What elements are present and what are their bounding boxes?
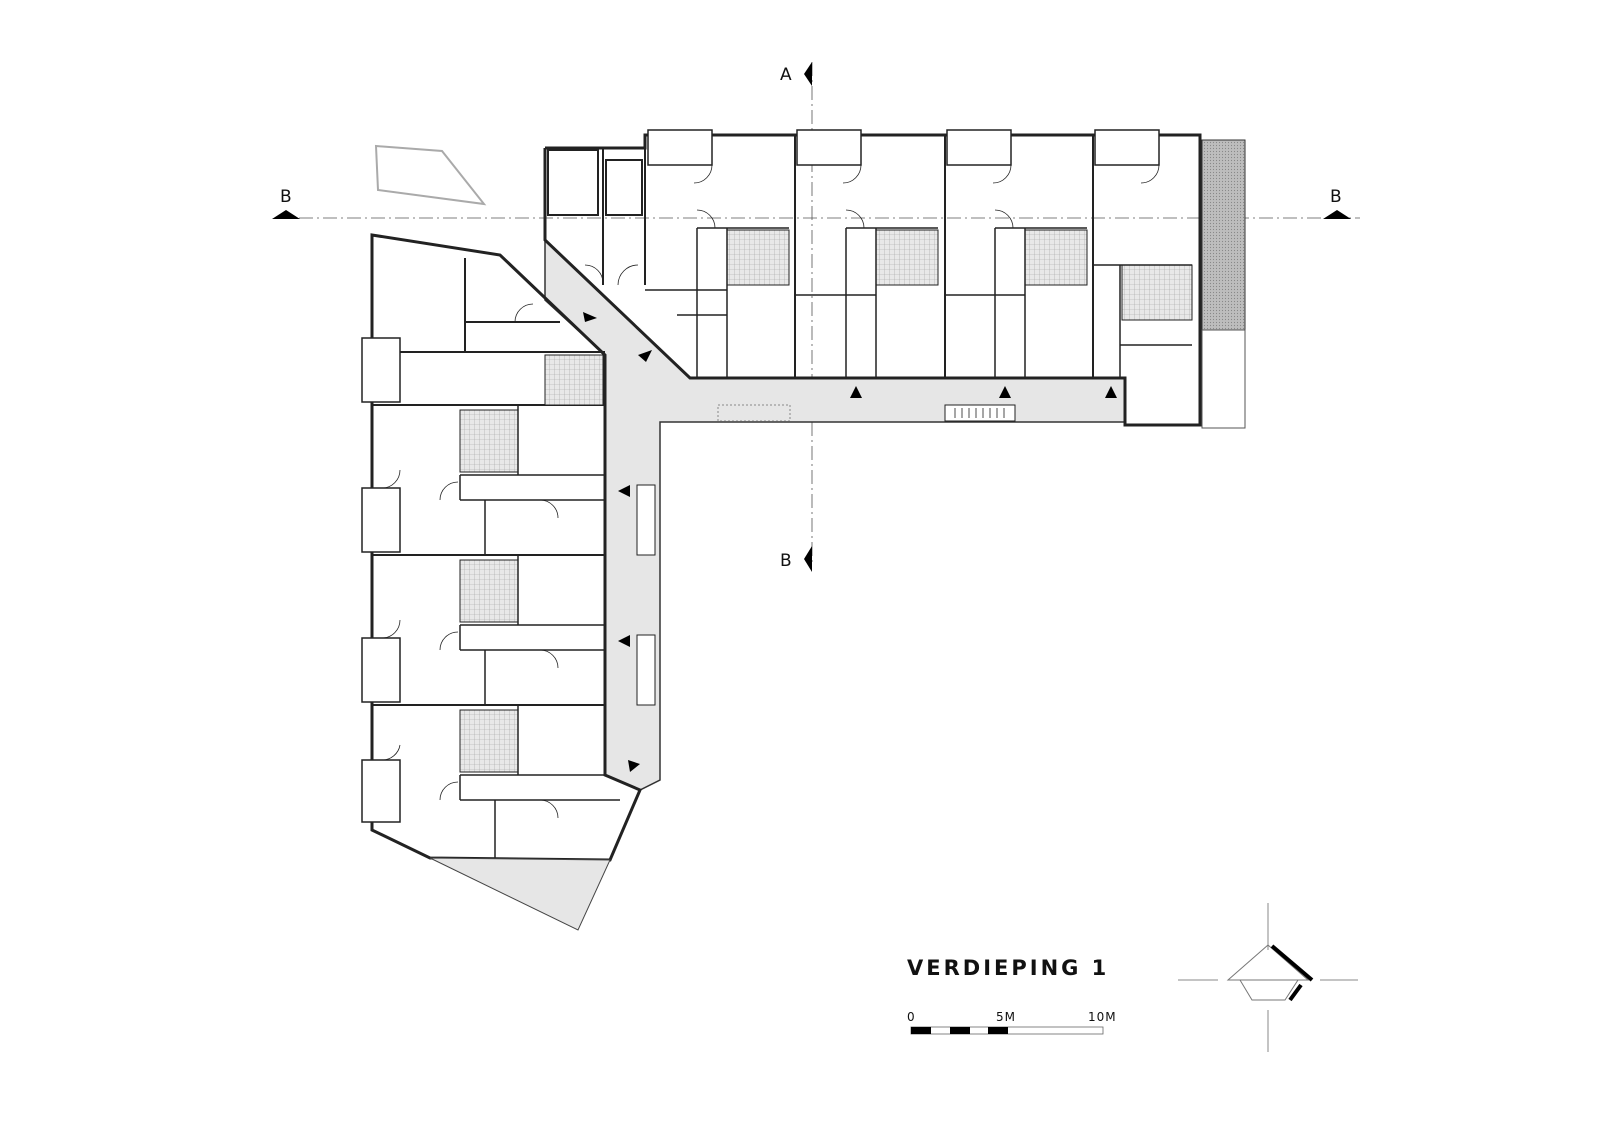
site-outline bbox=[374, 144, 487, 206]
north-wing bbox=[543, 129, 1219, 427]
scale-label-0: 0 bbox=[907, 1010, 915, 1024]
terrace bbox=[1201, 329, 1246, 429]
section-label-b-left: B bbox=[280, 187, 292, 207]
section-marker-b-bottom: B bbox=[780, 546, 812, 572]
section-marker-b-left: B bbox=[272, 187, 300, 219]
section-marker-a: A bbox=[780, 62, 812, 86]
north-arrow-icon bbox=[1178, 903, 1358, 1052]
scale-label-5m: 5M bbox=[996, 1010, 1016, 1024]
terrace-triangle bbox=[429, 857, 611, 931]
section-label-a: A bbox=[780, 65, 792, 85]
section-marker-b-right: B bbox=[1323, 187, 1351, 219]
scale-label-10m: 10M bbox=[1088, 1010, 1117, 1024]
section-label-b-right: B bbox=[1330, 187, 1342, 207]
green-roof bbox=[1201, 139, 1246, 331]
scale-bar: 0 5M 10M bbox=[907, 1010, 1117, 1035]
west-wing bbox=[361, 233, 656, 862]
entrance-arrows bbox=[583, 312, 1117, 772]
drawing-title: VERDIEPING 1 bbox=[907, 956, 1109, 980]
section-label-b-bottom: B bbox=[780, 551, 792, 571]
